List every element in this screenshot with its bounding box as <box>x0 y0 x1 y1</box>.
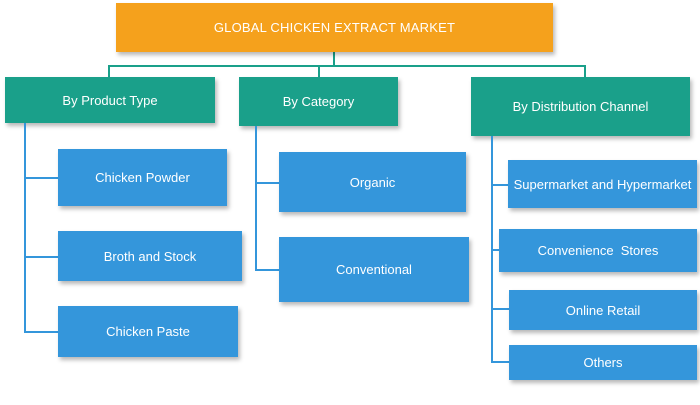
connector-to-category <box>318 65 320 77</box>
connector-root-down <box>333 52 335 66</box>
item-label: Chicken Powder <box>95 170 190 185</box>
branch-tick <box>491 249 499 251</box>
branch-tick <box>24 177 58 179</box>
branch-tick <box>255 269 279 271</box>
branch-tick <box>24 256 58 258</box>
item-chicken-powder: Chicken Powder <box>58 149 227 206</box>
branch-tick <box>491 361 509 363</box>
category-label: By Category <box>282 94 355 109</box>
item-convenience-stores: Convenience Stores <box>499 229 697 272</box>
item-label: Online Retail <box>565 302 641 318</box>
item-chicken-paste: Chicken Paste <box>58 306 238 357</box>
branch-tick <box>24 331 58 333</box>
item-label: Broth and Stock <box>103 248 197 264</box>
item-label: Others <box>583 355 623 370</box>
item-label: Chicken Paste <box>106 324 190 339</box>
item-label: Conventional <box>336 262 412 277</box>
item-conventional: Conventional <box>279 237 469 302</box>
branch-tick <box>491 184 508 186</box>
item-others: Others <box>509 345 697 380</box>
connector-to-product-type <box>108 65 110 77</box>
root-node: GLOBAL CHICKEN EXTRACT MARKET <box>116 3 553 52</box>
item-label: Organic <box>349 174 396 190</box>
item-organic: Organic <box>279 152 466 212</box>
category-distribution-channel: By Distribution Channel <box>471 77 690 136</box>
category-label: By Product Type <box>62 92 158 108</box>
item-online-retail: Online Retail <box>509 290 697 330</box>
item-label: Supermarket and Hypermarket <box>513 176 692 192</box>
item-label: Convenience Stores <box>537 243 659 258</box>
branch-line-category <box>255 126 257 271</box>
branch-tick <box>491 308 509 310</box>
category-by-category: By Category <box>239 77 398 126</box>
item-supermarket-hypermarket: Supermarket and Hypermarket <box>508 160 697 208</box>
branch-line-product-type <box>24 123 26 332</box>
connector-horizontal-bar <box>108 65 585 67</box>
connector-to-distribution <box>584 65 586 77</box>
branch-tick <box>255 182 279 184</box>
root-label: GLOBAL CHICKEN EXTRACT MARKET <box>213 20 456 35</box>
category-label: By Distribution Channel <box>512 99 649 114</box>
category-product-type: By Product Type <box>5 77 215 123</box>
item-broth-and-stock: Broth and Stock <box>58 231 242 281</box>
